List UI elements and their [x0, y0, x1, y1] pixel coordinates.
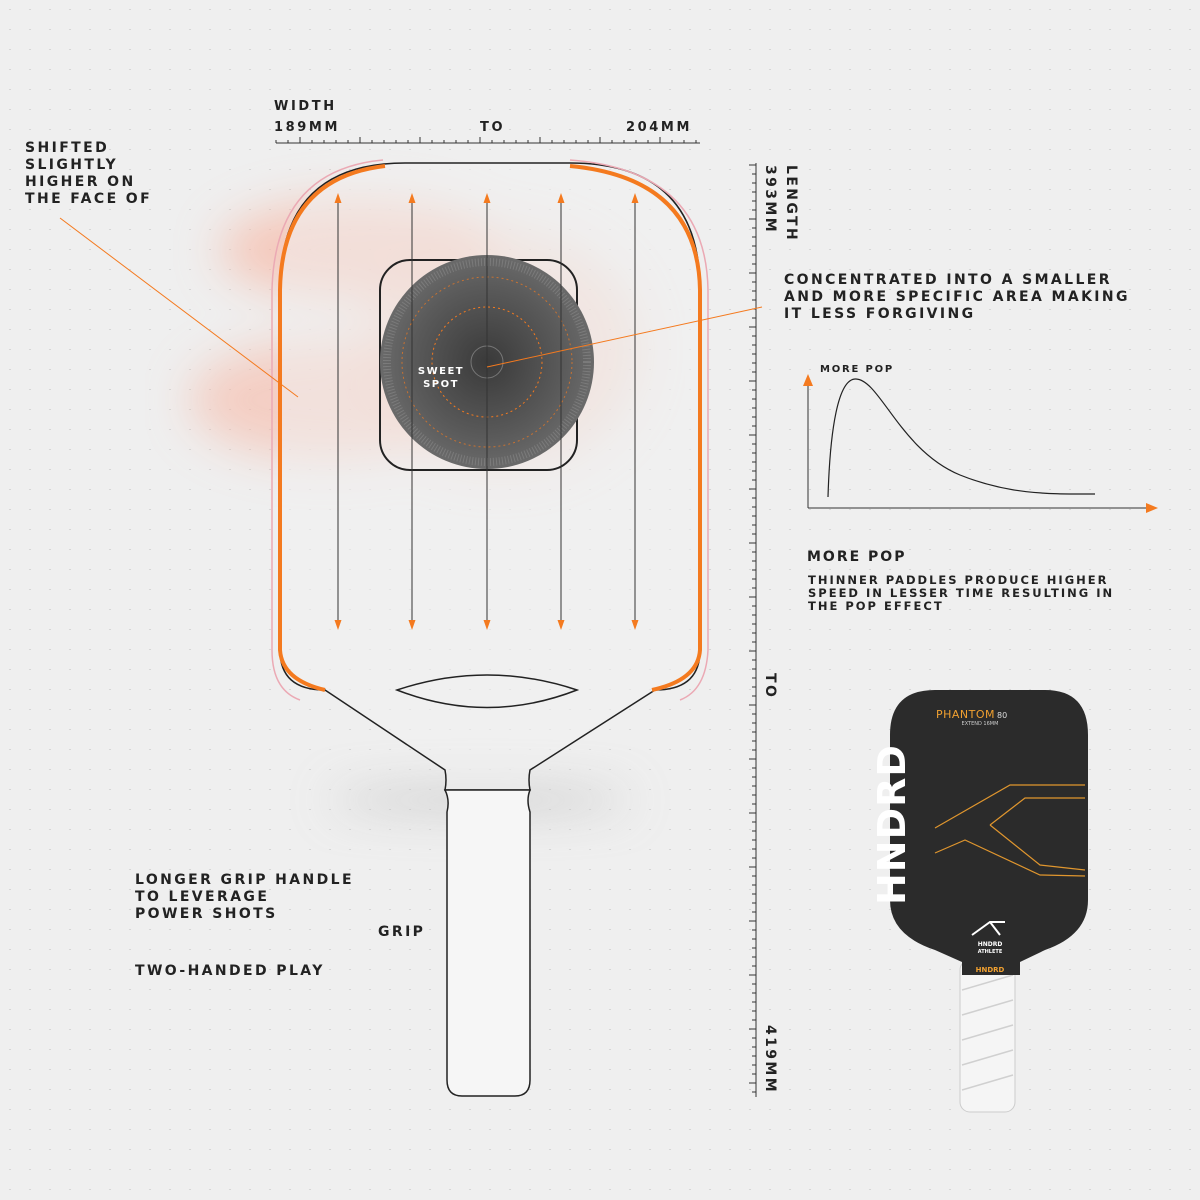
x-axis-arrow-icon — [1146, 503, 1158, 513]
grip-label: GRIP — [378, 924, 425, 940]
arrow-up-icon — [408, 193, 416, 203]
product-brand: HNDRD — [870, 744, 914, 905]
arrow-down-icon — [557, 620, 565, 630]
width-min: 189MM — [274, 120, 340, 135]
width-max: 204MM — [626, 120, 692, 135]
face-note: SHIFTED SLIGHTLY HIGHER ON THE FACE OF — [25, 140, 152, 207]
length-max: 419MM — [762, 1025, 778, 1094]
arrow-up-icon — [334, 193, 342, 203]
width-label: WIDTH — [274, 99, 337, 114]
product-sub: EXTEND 16MM — [962, 721, 999, 727]
width-ruler — [275, 137, 700, 144]
face-note-line: HIGHER ON — [25, 174, 136, 190]
concentrated-note-line: AND MORE SPECIFIC AREA MAKING — [784, 289, 1130, 305]
product-badge: ATHLETE — [978, 949, 1003, 955]
arrow-down-icon — [483, 620, 491, 630]
product-collar-brand: HNDRD — [976, 966, 1005, 974]
face-note-leader — [59, 217, 299, 398]
paddle-outline — [271, 159, 709, 1097]
power-arrows — [334, 193, 639, 630]
face-note-line: SHIFTED — [25, 140, 109, 156]
width-to: TO — [480, 120, 505, 135]
concentrated-note-leader — [486, 306, 763, 368]
concentrated-note-line: IT LESS FORGIVING — [784, 306, 976, 322]
pop-chart-label: MORE POP — [820, 364, 894, 375]
face-note-line: SLIGHTLY — [25, 157, 118, 173]
grip-note-line: TO LEVERAGE — [135, 889, 269, 905]
product-paddle: PHANTOM 80 EXTEND 16MM HNDRD HNDRD ATHLE… — [870, 690, 1088, 1113]
pop-section-body: THINNER PADDLES PRODUCE HIGHER SPEED IN … — [808, 573, 1114, 613]
pop-body-line: SPEED IN LESSER TIME RESULTING IN — [808, 586, 1114, 600]
arrow-down-icon — [631, 620, 639, 630]
length-ruler — [749, 163, 757, 1097]
product-brand-small: HNDRD — [978, 941, 1003, 948]
grip-note: LONGER GRIP HANDLE TO LEVERAGE POWER SHO… — [135, 872, 354, 922]
edge-highlight-right — [569, 164, 702, 692]
length-to: TO — [762, 673, 778, 699]
concentrated-note-line: CONCENTRATED INTO A SMALLER — [784, 272, 1112, 288]
pop-body-line: THE POP EFFECT — [808, 599, 944, 613]
arrow-up-icon — [631, 193, 639, 203]
arrow-up-icon — [557, 193, 565, 203]
y-axis-arrow-icon — [803, 374, 813, 386]
grip-handle — [443, 789, 532, 1097]
pop-chart: MORE POP — [803, 364, 1158, 513]
product-name: PHANTOM — [936, 708, 995, 721]
arrow-down-icon — [334, 620, 342, 630]
grip-note-line: LONGER GRIP HANDLE — [135, 872, 354, 888]
pop-body-line: THINNER PADDLES PRODUCE HIGHER — [808, 573, 1108, 587]
face-note-line: THE FACE OF — [25, 191, 152, 207]
two-handed-label: TWO-HANDED PLAY — [135, 963, 325, 979]
sweet-spot-line1: SWEET — [418, 366, 464, 377]
pop-section-title: MORE POP — [807, 549, 906, 565]
arrow-up-icon — [483, 193, 491, 203]
product-model: 80 — [997, 711, 1007, 720]
concentrated-note: CONCENTRATED INTO A SMALLER AND MORE SPE… — [784, 272, 1130, 322]
length-min: 393MM — [762, 165, 778, 234]
length-label: LENGTH — [783, 165, 799, 242]
arrow-down-icon — [408, 620, 416, 630]
pop-curve — [827, 378, 1096, 498]
grip-note-line: POWER SHOTS — [135, 906, 278, 922]
edge-highlight-left — [278, 164, 386, 692]
brand-logo-icon — [971, 921, 1005, 936]
throat-cutout — [394, 674, 580, 709]
sweet-spot-line2: SPOT — [423, 379, 459, 390]
